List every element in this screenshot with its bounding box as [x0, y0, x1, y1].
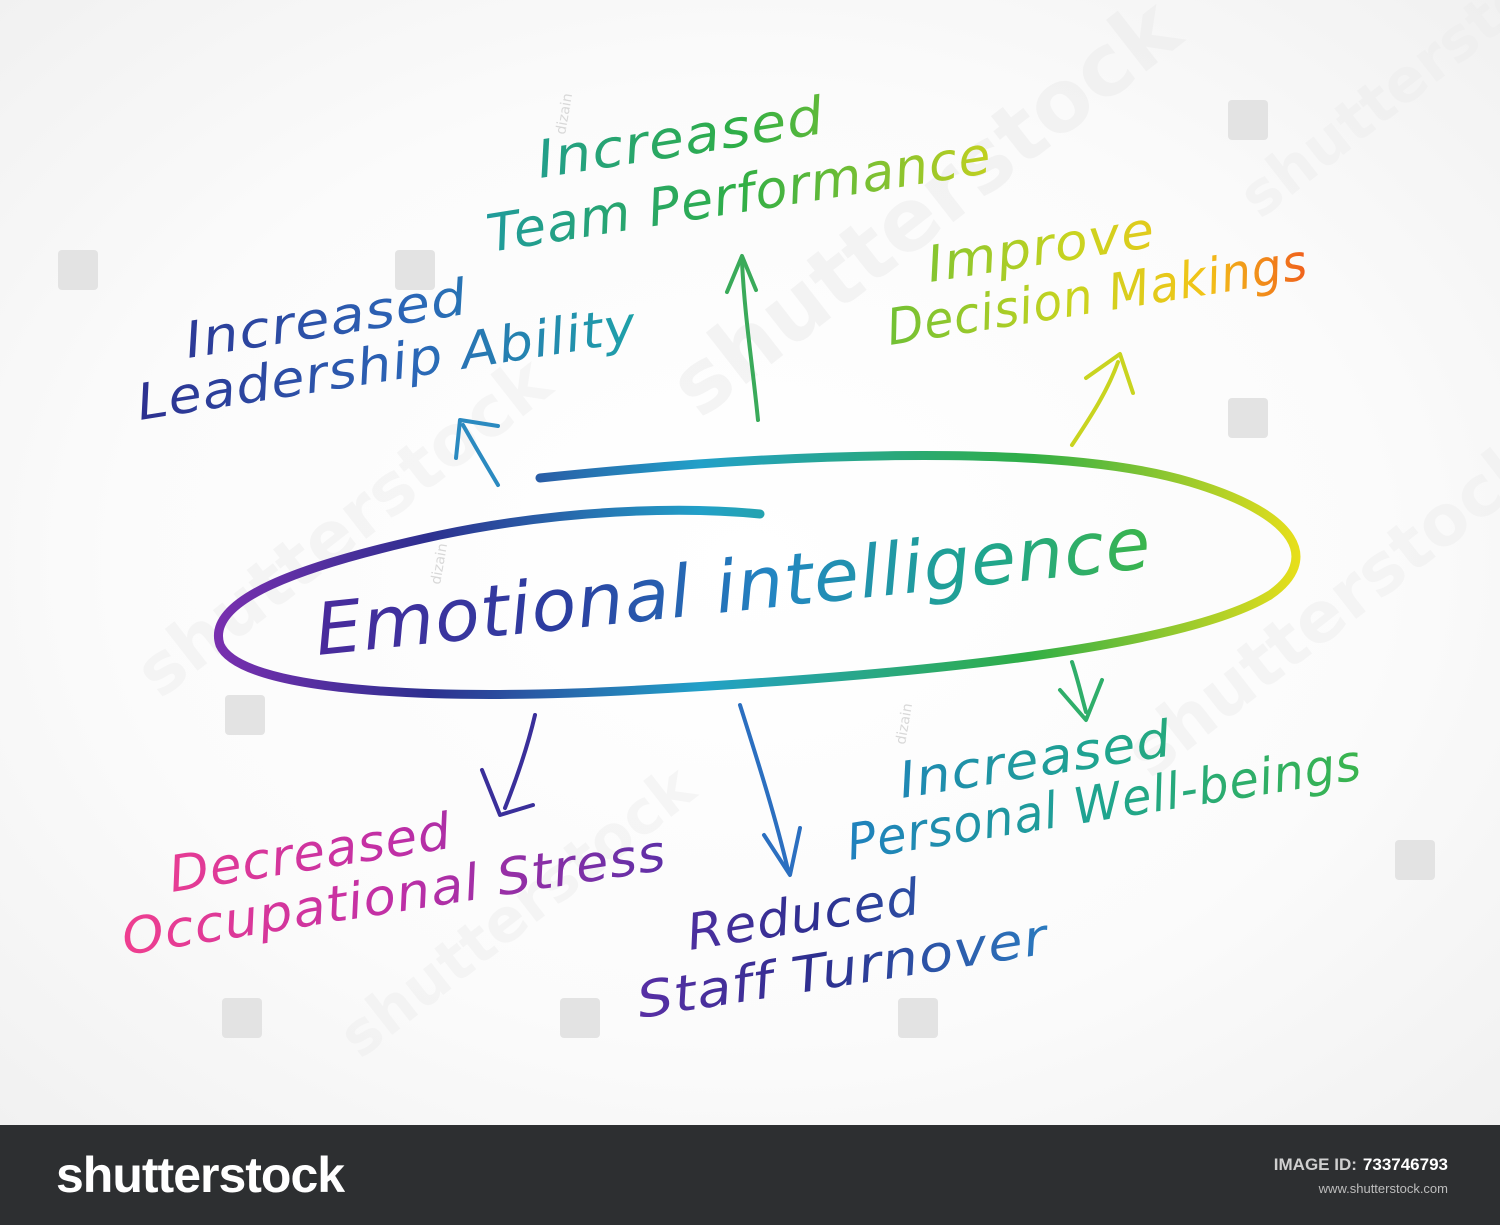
node-leadership: Increased Leadership Ability [133, 268, 641, 432]
center-oval-stroke [214, 450, 1301, 699]
shutterstock-logo: shutterstock [56, 1147, 345, 1203]
center-oval [214, 450, 1301, 699]
arrow-to-team [725, 254, 760, 422]
watermark-stamp-icon [58, 250, 98, 290]
watermark-stamp-icon [395, 250, 435, 290]
arrow-to-turnover [738, 703, 802, 877]
image-id-value: 733746793 [1362, 1155, 1448, 1174]
arrow-to-stress [480, 713, 537, 817]
watermark-stamp-icon [898, 998, 938, 1038]
center-label: Emotional intelligence [311, 501, 1155, 672]
site-url: www.shutterstock.com [1318, 1181, 1448, 1196]
arrows [454, 254, 1135, 877]
watermark-stamp-icon [1228, 398, 1268, 438]
arrow-to-leadership [454, 418, 500, 487]
watermark-stamp-icon [560, 998, 600, 1038]
node-wellbeing: Increased Personal Well-beings [843, 710, 1366, 872]
watermark-author-1: dizain [553, 92, 576, 136]
watermark-stamp-icon [225, 695, 265, 735]
watermark-stamp-icon [1228, 100, 1268, 140]
diagram-canvas: shutterstock shutterstock shutterstock s… [0, 0, 1500, 1125]
stock-footer-bar: shutterstock IMAGE ID: 733746793 www.shut… [0, 1125, 1500, 1225]
arrow-to-decision [1070, 352, 1135, 447]
mind-map-svg: shutterstock shutterstock shutterstock s… [58, 0, 1435, 1038]
image-id-label: IMAGE ID: [1273, 1155, 1357, 1174]
watermark-stamp-icon [222, 998, 262, 1038]
watermark-stamp-icon [1395, 840, 1435, 880]
image-id-block: IMAGE ID: 733746793 www.shutterstock.com [1274, 1155, 1448, 1196]
watermark-author-3: dizain [893, 702, 916, 746]
arrow-to-wellbeing [1058, 660, 1104, 722]
watermark-author-2: dizain [428, 542, 451, 586]
image-id-row: IMAGE ID: 733746793 [1274, 1155, 1448, 1175]
node-turnover: Reduced Staff Turnover [633, 868, 1055, 1030]
